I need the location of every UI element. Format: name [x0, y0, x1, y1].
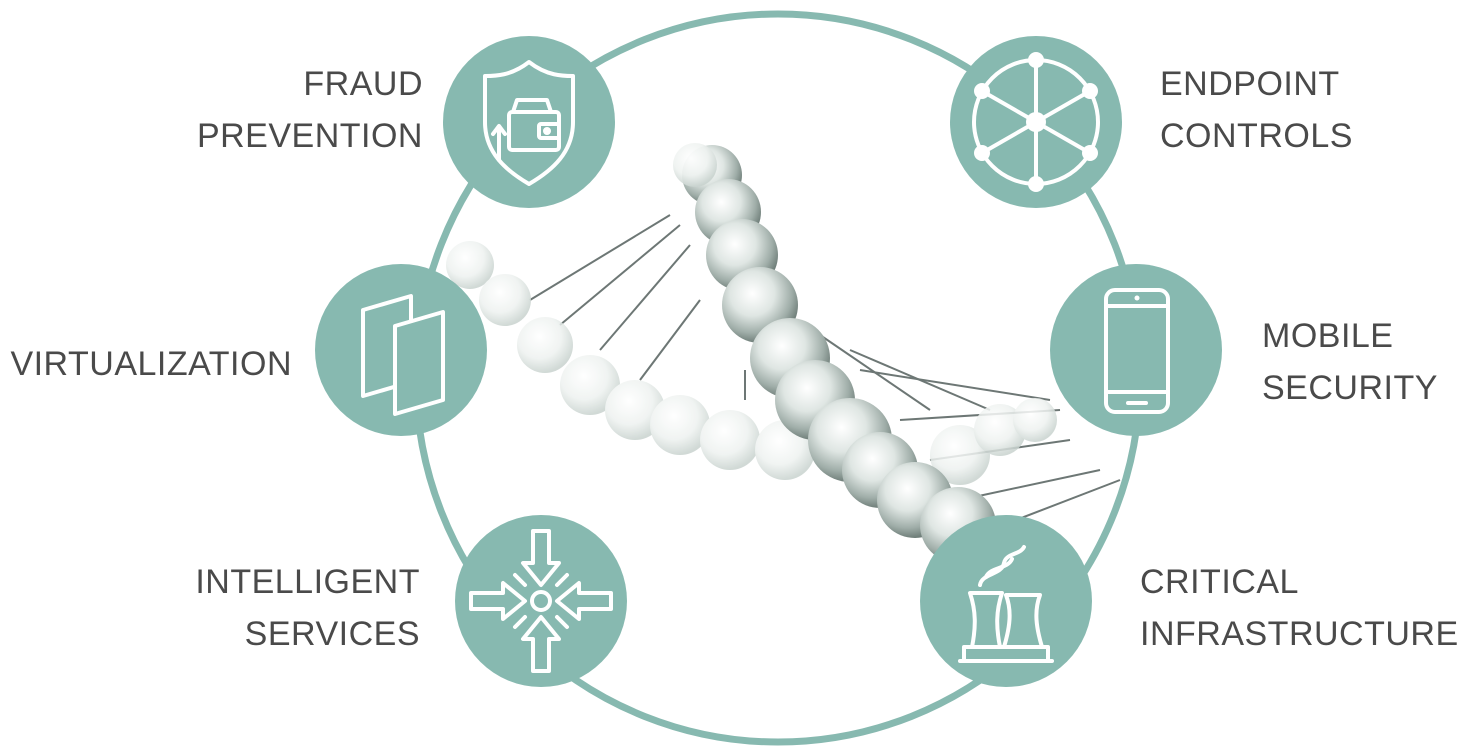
- endpoint-controls-label: ENDPOINT CONTROLS: [1160, 58, 1353, 162]
- mobile-security-label-line-2: SECURITY: [1262, 369, 1438, 407]
- endpoint-controls-node: [950, 36, 1122, 208]
- critical-infrastructure-label-line-2: INFRASTRUCTURE: [1140, 615, 1459, 653]
- fraud-prevention-label-line-1: FRAUD: [303, 65, 423, 103]
- smartphone-icon: [1104, 288, 1170, 414]
- virtualization-label: VIRTUALIZATION: [10, 338, 292, 390]
- endpoint-controls-label-line-1: ENDPOINT: [1160, 65, 1340, 103]
- shield-wallet-icon: [483, 60, 575, 186]
- critical-infrastructure-node: [920, 515, 1092, 687]
- intelligent-services-label: INTELLIGENT SERVICES: [195, 556, 420, 660]
- intelligent-services-node: [455, 515, 627, 687]
- virtualization-label-line-1: VIRTUALIZATION: [10, 345, 292, 383]
- converging-arrows-icon: [469, 529, 613, 673]
- fraud-prevention-label-line-2: PREVENTION: [196, 117, 423, 155]
- mobile-security-node: [1050, 264, 1222, 436]
- intelligent-services-label-line-2: SERVICES: [244, 615, 420, 653]
- power-plant-icon: [958, 545, 1054, 663]
- critical-infrastructure-label: CRITICAL INFRASTRUCTURE: [1140, 556, 1459, 660]
- virtualization-node: [315, 264, 487, 436]
- intelligent-services-label-line-1: INTELLIGENT: [195, 563, 420, 601]
- network-wheel-icon: [972, 52, 1100, 192]
- mobile-security-label-line-1: MOBILE: [1262, 317, 1394, 355]
- fraud-prevention-label: FRAUD PREVENTION: [197, 58, 423, 162]
- endpoint-controls-label-line-2: CONTROLS: [1160, 117, 1353, 155]
- stacked-pages-icon: [361, 294, 445, 416]
- mobile-security-label: MOBILE SECURITY: [1262, 310, 1438, 414]
- fraud-prevention-node: [443, 36, 615, 208]
- critical-infrastructure-label-line-1: CRITICAL: [1140, 563, 1299, 601]
